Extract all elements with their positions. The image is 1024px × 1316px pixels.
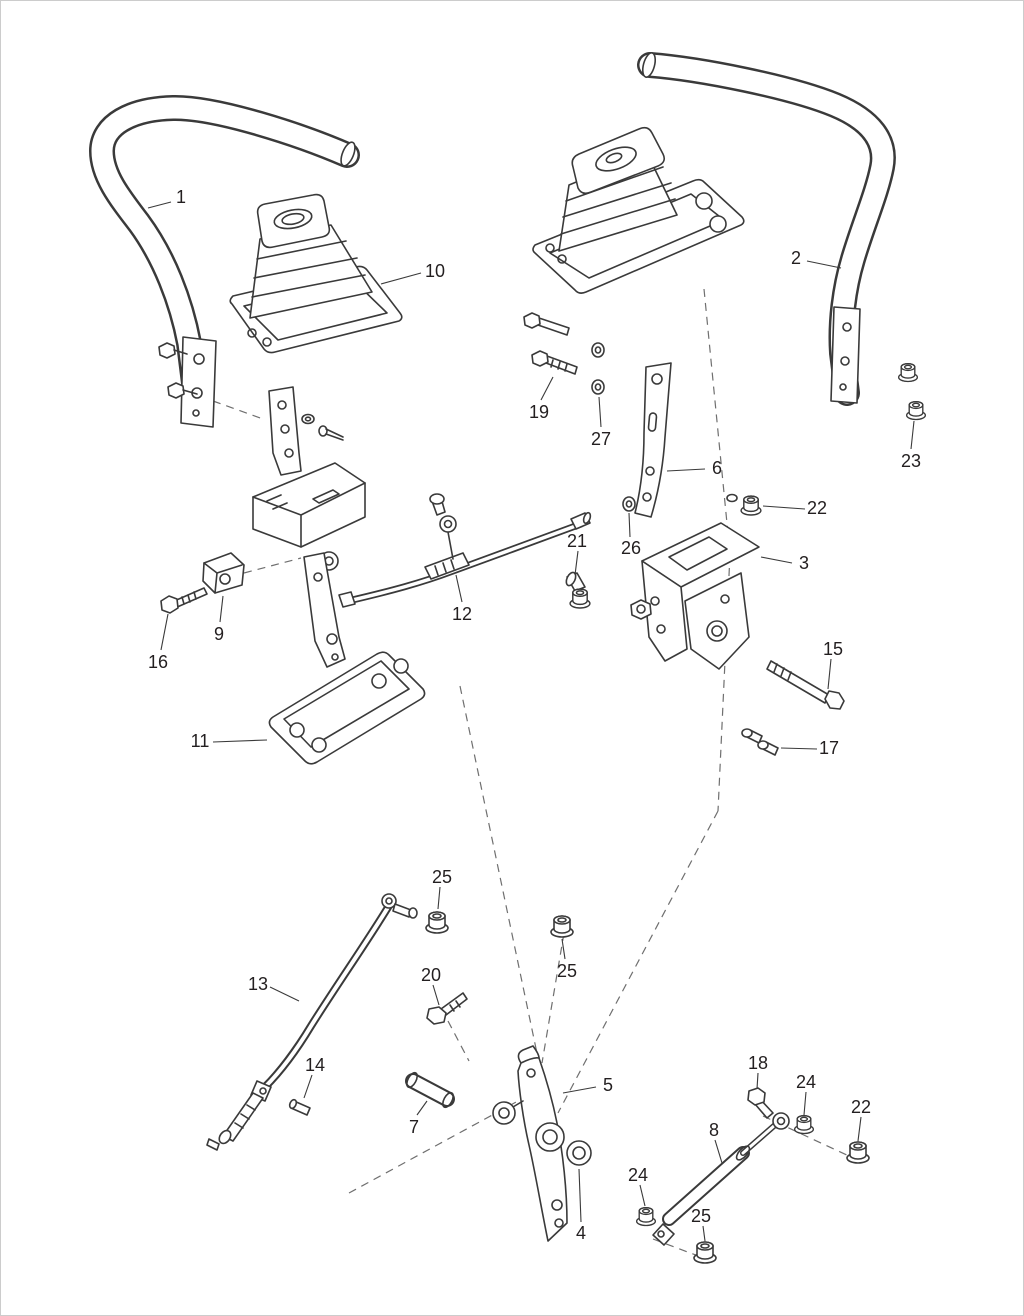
part-bracket-3 [630, 522, 760, 670]
callout-4-label: 4 [576, 1223, 586, 1243]
callout-7-label: 7 [409, 1117, 419, 1137]
callout-13: 13 [248, 974, 300, 1002]
callout-24-left-label: 24 [628, 1165, 648, 1185]
callout-11-label: 11 [191, 731, 210, 751]
part-boot-right [532, 126, 745, 294]
callout-26: 26 [621, 512, 641, 558]
part-nut-24-left [635, 1206, 657, 1227]
callout-10-label: 10 [425, 261, 445, 281]
callout-18: 18 [748, 1053, 768, 1090]
part-nuts-23 [897, 362, 927, 421]
callout-23-label: 23 [901, 451, 921, 471]
callout-6-label: 6 [712, 458, 722, 478]
callout-12: 12 [452, 574, 472, 624]
part-strap-6 [634, 362, 672, 518]
callout-1-label: 1 [176, 187, 186, 207]
part-spacer-7 [405, 1071, 455, 1109]
callout-2: 2 [791, 248, 842, 269]
part-block-9 [202, 552, 245, 594]
callout-14-label: 14 [305, 1055, 325, 1075]
callout-13-label: 13 [248, 974, 268, 994]
part-pin-21 [565, 571, 591, 609]
part-lever-5 [492, 1045, 568, 1242]
callout-12-label: 12 [452, 604, 472, 624]
part-boot-left [229, 193, 403, 354]
callout-21: 21 [567, 531, 587, 576]
part-bolt-16 [160, 587, 208, 614]
callout-3-label: 3 [799, 553, 809, 573]
part-bushing-4 [566, 1140, 592, 1166]
callout-22-upper: 22 [762, 498, 827, 518]
part-handlebar-left [89, 95, 360, 428]
callout-15: 15 [823, 639, 843, 690]
callout-20-label: 20 [421, 965, 441, 985]
callout-9-label: 9 [214, 624, 224, 644]
part-nut-25-a [425, 911, 449, 934]
part-damper-8 [652, 1112, 790, 1246]
callout-23: 23 [901, 420, 921, 471]
part-washer-26 [622, 496, 636, 512]
part-nut-25-b [550, 915, 574, 938]
callout-22-lower-label: 22 [851, 1097, 871, 1117]
callout-17-label: 17 [819, 738, 839, 758]
part-lever-bracket-assembly-left [252, 386, 366, 668]
callout-20: 20 [421, 965, 441, 1006]
part-pin-14 [288, 1098, 311, 1116]
callout-9: 9 [214, 595, 224, 644]
callout-16: 16 [148, 613, 169, 672]
part-rod-13 [206, 893, 418, 1151]
callout-5-label: 5 [603, 1075, 613, 1095]
callout-14: 14 [303, 1055, 325, 1099]
callout-26-label: 26 [621, 538, 641, 558]
callout-25-a: 25 [432, 867, 452, 910]
part-bolt-18 [747, 1087, 774, 1119]
callout-19: 19 [529, 376, 554, 422]
part-bolts-19 [523, 312, 578, 375]
callout-22-upper-label: 22 [807, 498, 827, 518]
callout-6: 6 [666, 458, 722, 478]
callout-24-right: 24 [796, 1072, 816, 1116]
part-nut-22-upper [726, 493, 762, 516]
callout-25-c-label: 25 [691, 1206, 711, 1226]
callout-24-right-label: 24 [796, 1072, 816, 1092]
callout-24-left: 24 [628, 1165, 648, 1207]
callout-25-c: 25 [691, 1206, 711, 1242]
callout-18-label: 18 [748, 1053, 768, 1073]
part-handlebar-right [637, 52, 896, 406]
callout-19-label: 19 [529, 402, 549, 422]
part-washers-27 [591, 342, 605, 395]
callout-16-label: 16 [148, 652, 168, 672]
callout-3: 3 [760, 553, 809, 573]
callout-25-b-label: 25 [557, 961, 577, 981]
callout-1: 1 [147, 187, 186, 209]
part-bolts-17 [741, 728, 779, 756]
callout-17: 17 [780, 738, 839, 758]
callouts: 1 10 2 19 27 6 23 22 [147, 187, 921, 1243]
callout-15-label: 15 [823, 639, 843, 659]
callout-27-label: 27 [591, 429, 611, 449]
part-bolt-20 [426, 992, 468, 1025]
callout-25-a-label: 25 [432, 867, 452, 887]
callout-8-label: 8 [709, 1120, 719, 1140]
part-rod-12 [338, 493, 592, 608]
callout-5: 5 [562, 1075, 613, 1095]
part-nut-24-right [793, 1114, 815, 1135]
part-nut-22-lower [846, 1141, 870, 1164]
callout-11: 11 [191, 731, 268, 751]
callout-2-label: 2 [791, 248, 801, 268]
callout-10: 10 [380, 261, 445, 285]
callout-8: 8 [709, 1120, 723, 1164]
part-nut-25-c [693, 1241, 717, 1264]
callout-27: 27 [591, 396, 611, 449]
callout-4: 4 [576, 1168, 586, 1243]
part-plate-11 [268, 651, 426, 765]
part-bolt-15 [766, 660, 845, 710]
callout-7: 7 [409, 1100, 428, 1137]
callout-25-b: 25 [557, 938, 577, 981]
callout-22-lower: 22 [851, 1097, 871, 1142]
callout-21-label: 21 [567, 531, 587, 551]
